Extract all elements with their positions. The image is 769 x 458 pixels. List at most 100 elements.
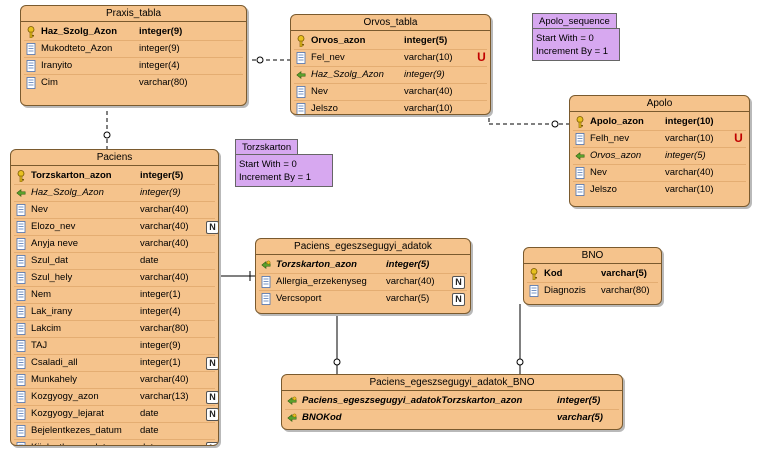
column-row[interactable]: Paciens_egeszsegugyi_adatokTorzskarton_a… — [285, 393, 619, 410]
column-row[interactable]: Bejelentkezes_datum date — [14, 423, 215, 440]
column-name: Lak_irany — [31, 306, 73, 317]
sequence-start: Start With = 0 — [536, 33, 594, 44]
foreign-primary-key-icon — [287, 396, 297, 405]
column-name: Apolo_azon — [590, 116, 644, 127]
column-name: Bejelentkezes_datum — [31, 425, 122, 436]
column-row[interactable]: Jelszo varchar(10) — [573, 182, 746, 198]
column-type: date — [140, 255, 159, 266]
column-type: varchar(10) — [665, 184, 714, 195]
column-type: date — [140, 440, 159, 445]
column-icon — [296, 52, 306, 64]
column-name: Kod — [544, 268, 563, 279]
column-type: date — [140, 425, 159, 436]
column-icon — [296, 86, 306, 98]
column-name: Jelszo — [590, 184, 617, 195]
column-name: Orvos_azon — [311, 35, 366, 46]
column-type: varchar(40) — [404, 86, 453, 97]
column-name: Diagnozis — [544, 285, 586, 296]
column-name: Cim — [41, 77, 58, 88]
table-title: Praxis_tabla — [21, 6, 246, 22]
column-icon — [16, 306, 26, 318]
primary-key-icon — [530, 268, 538, 280]
column-name: Kozgyogy_azon — [31, 391, 99, 402]
column-type: integer(10) — [665, 116, 714, 127]
column-name: Kozgyogy_lejarat — [31, 408, 104, 419]
column-row[interactable]: Kijelentkezes_datumdateN — [14, 440, 218, 445]
column-icon — [26, 77, 36, 89]
column-icon — [16, 204, 26, 216]
column-name: Fel_nev — [311, 52, 345, 63]
column-name: Vercsoport — [276, 293, 322, 304]
unique-badge: U — [477, 50, 486, 64]
unique-badge: U — [734, 131, 743, 145]
column-icon — [261, 276, 271, 288]
column-icon — [16, 340, 26, 352]
column-name: Elozo_nev — [31, 221, 76, 232]
table-egeszsegugyi-bno[interactable]: Paciens_egeszsegugyi_adatok_BNO Paciens_… — [281, 374, 623, 430]
column-icon — [261, 293, 271, 305]
column-name: Lakcim — [31, 323, 62, 334]
sequence-increment: Increment By = 1 — [536, 46, 609, 57]
column-icon — [16, 255, 26, 267]
primary-key-icon — [27, 26, 35, 38]
sequence-increment: Increment By = 1 — [239, 172, 312, 183]
table-title: Orvos_tabla — [291, 15, 490, 31]
column-type: integer(5) — [386, 259, 430, 270]
column-row[interactable]: TAJ integer(9) — [14, 338, 215, 355]
column-type: integer(9) — [140, 340, 181, 351]
column-icon — [16, 238, 26, 250]
sequence-torzskarton[interactable]: Torzskarton Start With = 0 Increment By … — [235, 139, 333, 187]
column-icon — [16, 442, 26, 445]
column-type: varchar(5) — [601, 268, 647, 279]
column-type: varchar(40) — [386, 276, 435, 287]
table-egeszsegugyi[interactable]: Paciens_egeszsegugyi_adatok Torzskarton_… — [255, 238, 471, 314]
sequence-apolo[interactable]: Apolo_sequence Start With = 0 Increment … — [532, 13, 620, 61]
column-row[interactable]: Apolo_azon integer(10) — [573, 114, 746, 131]
column-row[interactable]: Kod varchar(5) — [527, 266, 658, 283]
column-row[interactable]: Fel_nev varchar(10) U — [294, 50, 487, 67]
column-name: TAJ — [31, 340, 48, 351]
column-name: Iranyito — [41, 60, 73, 71]
table-title: Paciens_egeszsegugyi_adatok_BNO — [282, 375, 622, 391]
column-type: varchar(10) — [404, 52, 453, 63]
column-icon — [575, 133, 585, 145]
column-type: integer(1) — [140, 289, 181, 300]
sequence-start: Start With = 0 — [239, 159, 297, 170]
